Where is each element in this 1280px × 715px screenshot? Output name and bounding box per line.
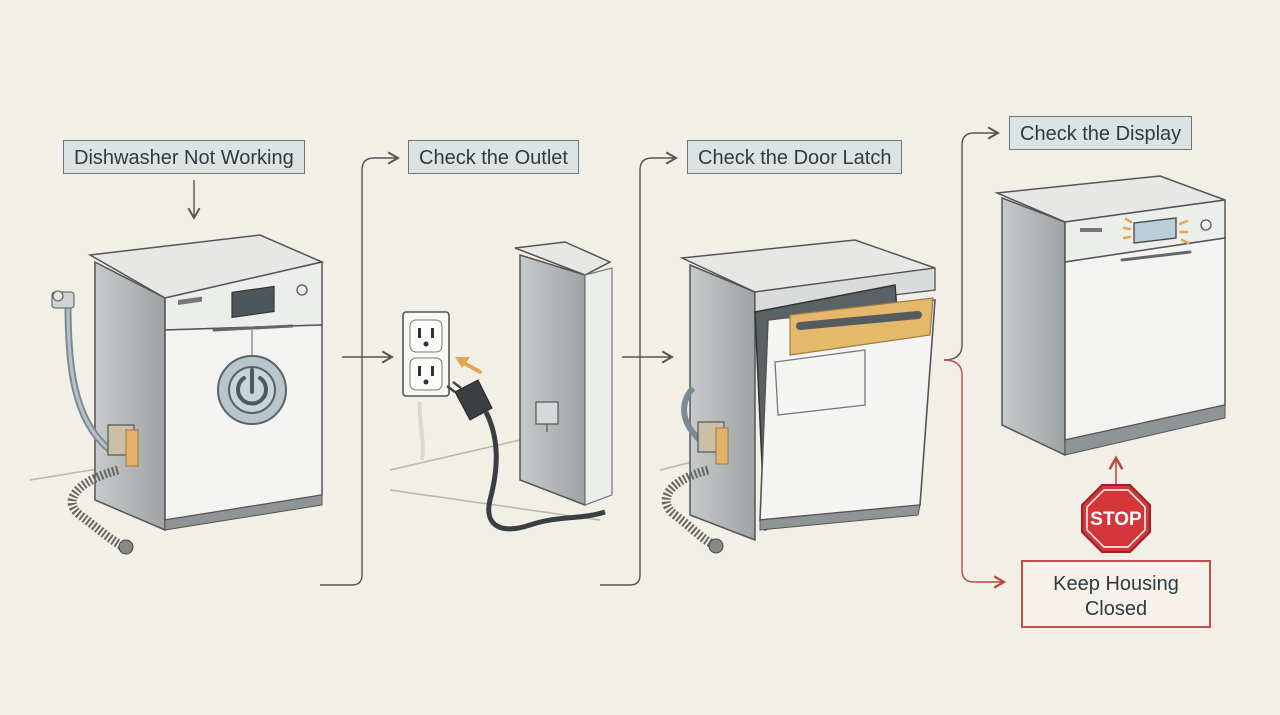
power-icon <box>217 330 287 425</box>
step-label-check-outlet: Check the Outlet <box>408 140 579 174</box>
door-latch-highlight <box>789 297 934 356</box>
stop-sign-text: STOP <box>1090 509 1142 530</box>
step-label-dishwasher-not-working: Dishwasher Not Working <box>63 140 305 174</box>
dishwasher-4 <box>994 175 1226 457</box>
plug-icon <box>446 379 606 532</box>
dishwasher-1 <box>51 234 325 555</box>
dishwasher-3 <box>661 239 936 554</box>
display-glow-icon <box>1122 217 1190 245</box>
bracket-connector-1 <box>320 151 400 586</box>
outlet-scene <box>402 241 613 532</box>
warning-box: Keep Housing Closed <box>1021 560 1211 628</box>
step-label-check-display: Check the Display <box>1009 116 1193 150</box>
bracket-connector-2 <box>600 151 678 586</box>
stop-sign-icon: STOP <box>1081 484 1151 553</box>
branch-connector-up <box>943 126 1000 361</box>
flow-connectors <box>187 126 1124 589</box>
branch-connector-down <box>943 359 1007 589</box>
outlet-icon <box>402 311 450 397</box>
warning-line-1: Keep Housing <box>1053 573 1179 595</box>
warning-line-2: Closed <box>1084 598 1148 620</box>
step-label-check-door-latch: Check the Door Latch <box>687 140 903 174</box>
